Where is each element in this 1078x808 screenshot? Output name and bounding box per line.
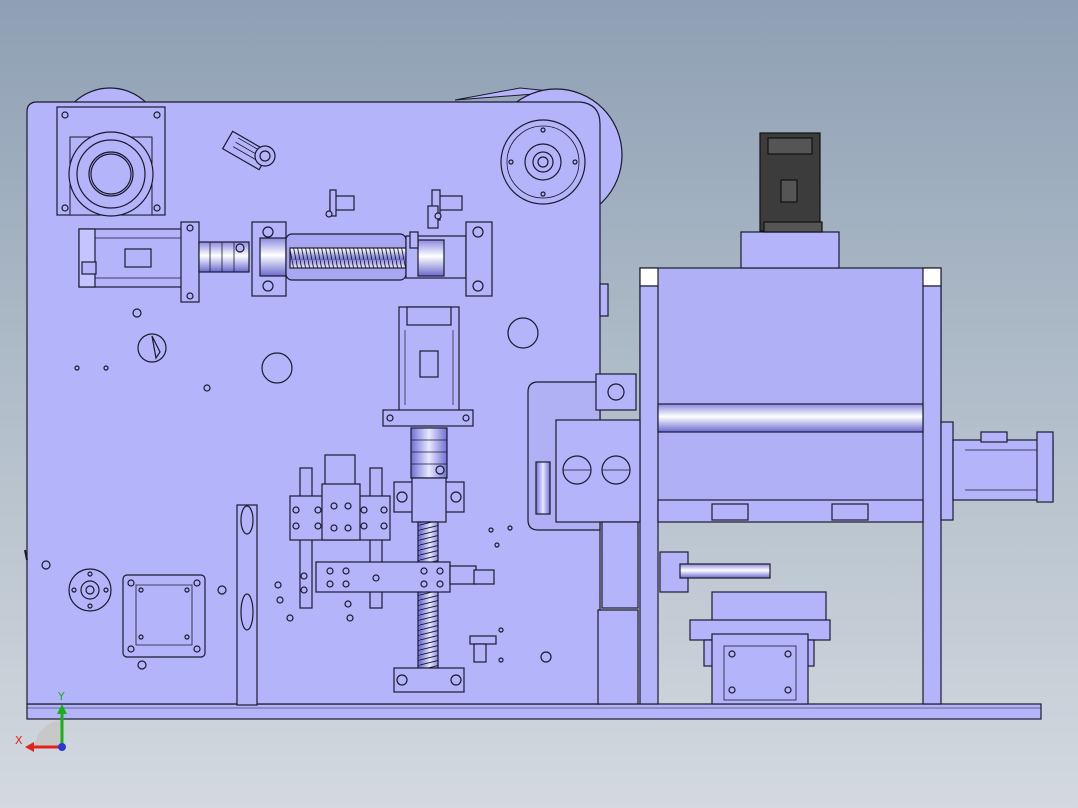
angled-bracket: [221, 130, 276, 171]
y-axis-label: Y: [57, 690, 65, 703]
linear-slide-assembly: [289, 454, 495, 622]
side-gearbox: [527, 283, 771, 705]
stepper-mount-plate: [122, 574, 206, 658]
slotted-strip: [236, 504, 258, 706]
top-right-pulley: [500, 119, 586, 205]
sensor-bracket-left: [325, 189, 355, 218]
coordinate-triad: Y X: [15, 690, 67, 752]
base-rail: [26, 703, 1042, 720]
plate-holes: [41, 308, 552, 670]
small-pulley: [68, 568, 112, 612]
top-servo-mount: [740, 231, 840, 269]
right-frame: [639, 267, 942, 705]
horizontal-coupling: [198, 241, 250, 273]
bottom-gear-reducer: [689, 591, 831, 705]
vertical-servo-motor: [382, 306, 474, 427]
sensor-bracket-right: [427, 189, 463, 229]
small-bracket: [469, 635, 497, 663]
horizontal-ball-screw: [251, 221, 493, 297]
vertical-ball-screw: [393, 477, 465, 693]
vertical-coupling: [410, 427, 448, 479]
y-axis-arrowhead: [57, 704, 67, 714]
right-servo-motor: [940, 421, 1054, 521]
x-axis-arrowhead: [25, 742, 34, 752]
x-axis-label: X: [15, 734, 23, 747]
top-servo-motor: [759, 132, 823, 233]
z-axis-dot: [58, 743, 66, 751]
top-left-servo-flange: [56, 106, 166, 217]
horizontal-servo-motor: [78, 221, 200, 303]
